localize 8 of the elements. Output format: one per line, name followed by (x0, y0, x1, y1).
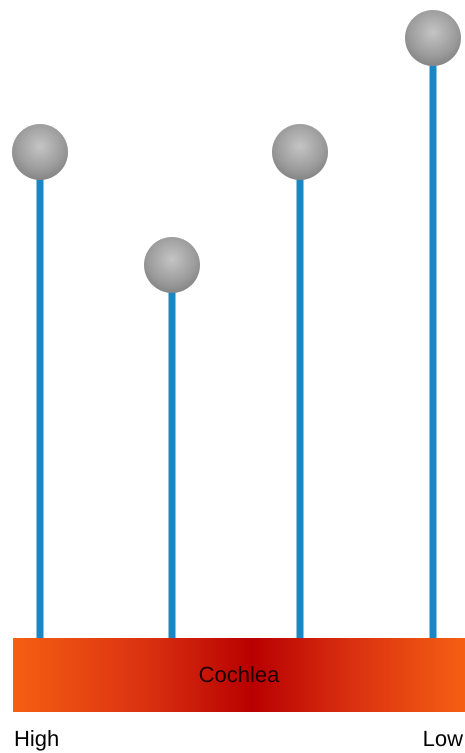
pin-line (36, 178, 44, 638)
pin-line (430, 64, 436, 638)
frequency-label: Low (422, 726, 463, 752)
frequency-label: High (14, 726, 60, 752)
bar-label: Cochlea (198, 662, 280, 688)
pin-line (296, 178, 304, 638)
pin-line (168, 291, 176, 638)
cochlea-bar (13, 638, 465, 712)
